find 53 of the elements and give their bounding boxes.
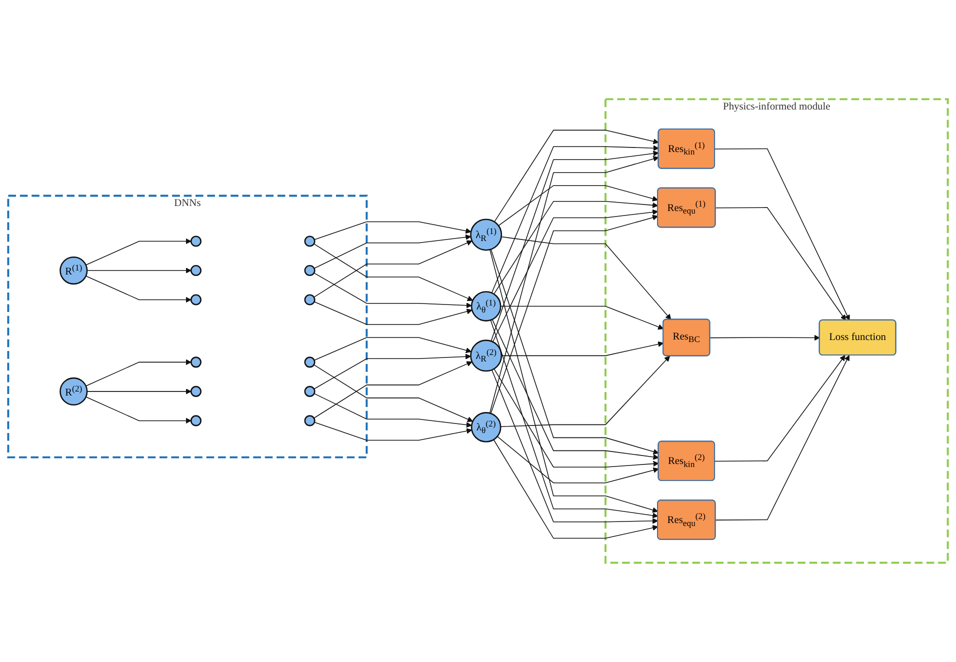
arrow (86, 268, 192, 274)
arrow (314, 234, 472, 269)
arrow (85, 238, 192, 266)
arrow (494, 200, 658, 294)
node-circle: R$^{(2)}$ (60, 377, 88, 406)
node-circle (190, 386, 202, 397)
arrow (85, 396, 192, 424)
arrow (314, 301, 472, 325)
arrow (498, 185, 658, 226)
arrow (492, 209, 658, 342)
arrow (490, 249, 658, 513)
arrow (714, 355, 846, 462)
arrow (494, 368, 659, 468)
arrow (714, 148, 850, 321)
arrow (500, 236, 672, 320)
arrow (501, 341, 664, 356)
node-circle (304, 236, 316, 247)
node-circle (304, 386, 316, 397)
arrow (489, 156, 659, 414)
arrow (314, 221, 472, 240)
arrow (490, 320, 658, 518)
arrow (85, 359, 192, 386)
arrow (314, 422, 472, 441)
arrow (496, 436, 659, 484)
node-circle (304, 265, 316, 276)
node-circle (190, 415, 202, 426)
node-circle (190, 294, 202, 306)
arrow (491, 370, 658, 524)
arrow (85, 276, 192, 303)
node-circle (304, 294, 316, 306)
node-circle (190, 265, 202, 276)
arrow (500, 306, 664, 330)
arrow (710, 334, 820, 341)
node-circle (190, 356, 202, 368)
arrow (314, 393, 472, 428)
arrow (494, 130, 659, 222)
arrow (715, 207, 846, 321)
arrow (314, 272, 472, 308)
node-circle (304, 415, 316, 426)
arrow (493, 439, 658, 539)
arrow (492, 319, 659, 460)
arrow (490, 150, 659, 342)
arrow (314, 337, 472, 361)
arrow (86, 388, 192, 394)
node-circle (190, 236, 202, 247)
arrow (715, 355, 850, 520)
arrow (314, 354, 472, 390)
arrow (491, 145, 659, 294)
arrow (490, 214, 658, 414)
arrow (490, 248, 659, 454)
node-circle (304, 356, 316, 368)
node-circle: R$^{(1)}$ (60, 256, 88, 285)
arrow (500, 356, 670, 428)
